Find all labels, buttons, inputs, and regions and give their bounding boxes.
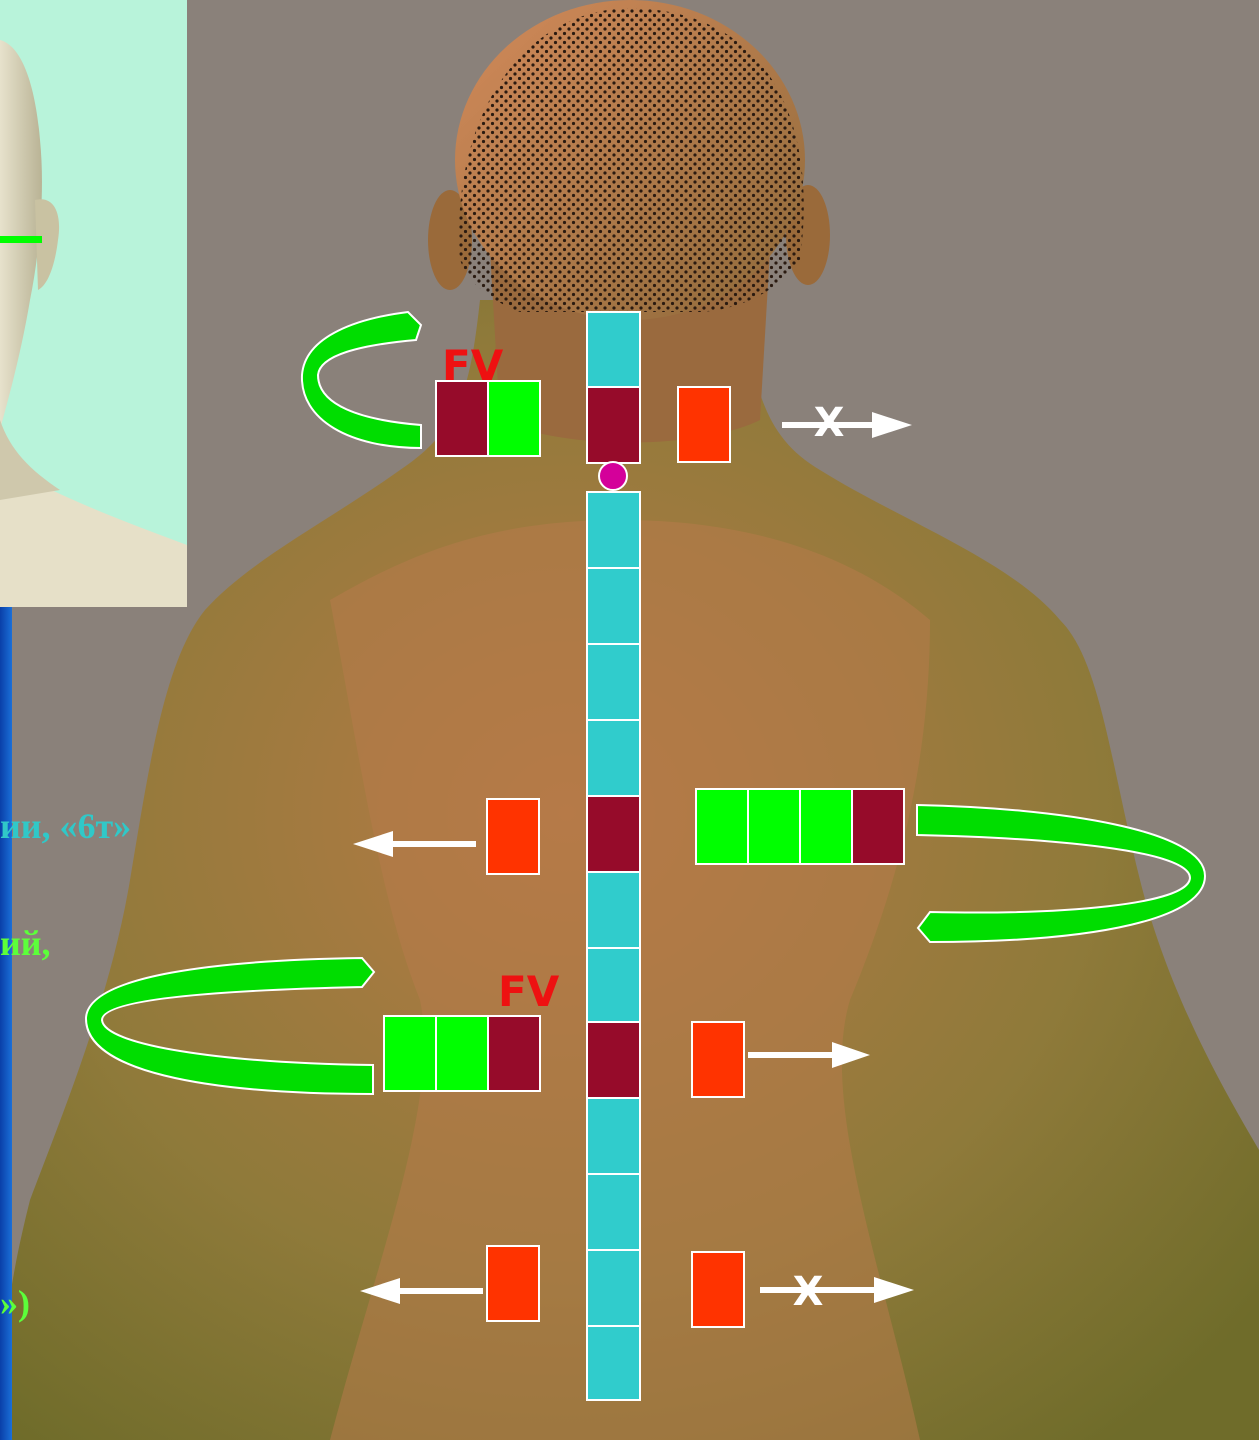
muscle-block [692, 1252, 744, 1327]
rotation-segment-block [488, 381, 540, 456]
spine-segment [587, 644, 640, 720]
muscle-block [678, 387, 730, 462]
rotation-segment-block [696, 789, 748, 864]
blocked-segment-block [436, 381, 488, 456]
spine-segment [587, 568, 640, 644]
blocked-segment-block [488, 1016, 540, 1091]
muscle-block [487, 1246, 539, 1321]
rotation-segment-block [800, 789, 852, 864]
inset-green-marker [0, 236, 42, 243]
muscle-block [692, 1022, 744, 1097]
spine-segment [587, 1250, 640, 1326]
spine-segment [587, 1098, 640, 1174]
spine-segment [587, 492, 640, 568]
blocked-segment-block [852, 789, 904, 864]
blocked-marker-bottom: X [793, 1269, 824, 1315]
spine-segment [587, 1326, 640, 1400]
rotation-segment-block [748, 789, 800, 864]
spine-segment [587, 312, 640, 387]
spine-segment [587, 872, 640, 948]
side-text-line-1: ии, «6т» [0, 805, 131, 847]
blocked-marker-upper: X [814, 400, 845, 446]
spine-blocked-segment [587, 1022, 640, 1098]
spine-segment [587, 948, 640, 1022]
muscle-block [487, 799, 539, 874]
spine-blocked-segment [587, 796, 640, 872]
fv-label-lower: FV [498, 967, 560, 1016]
spine-blocked-segment [587, 387, 640, 463]
rotation-segment-block [436, 1016, 488, 1091]
fv-label-upper: FV [442, 341, 504, 390]
head-reference-inset [0, 0, 187, 607]
pivot-dot [599, 462, 627, 490]
spine-segment [587, 720, 640, 796]
rotation-segment-block [384, 1016, 436, 1091]
side-text-line-2: ий, [0, 922, 50, 964]
spine-segment [587, 1174, 640, 1250]
side-text-line-3: ») [0, 1282, 30, 1324]
